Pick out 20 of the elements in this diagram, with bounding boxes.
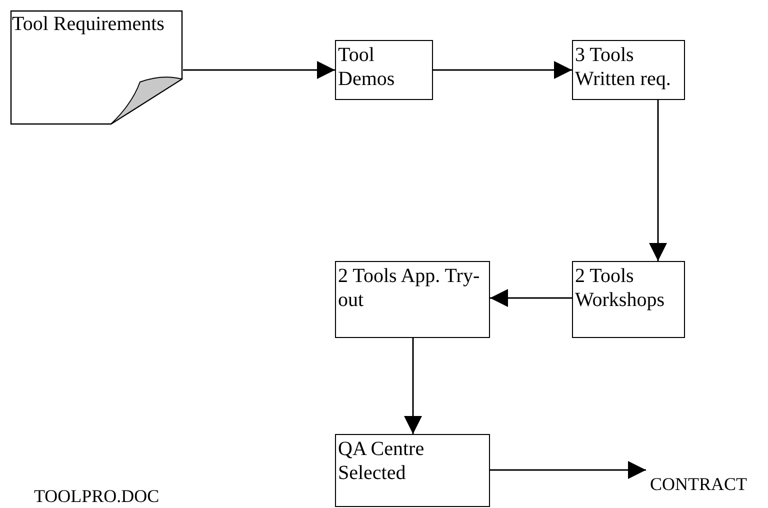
node-label: 2 Tools App. Try-out: [337, 264, 481, 312]
arrow: [490, 461, 646, 479]
arrow: [490, 289, 572, 307]
node-label: 2 Tools Workshops: [574, 264, 666, 312]
arrow: [404, 338, 422, 434]
process-box: [335, 434, 490, 507]
node-label: 3 Tools Written req.: [574, 43, 672, 91]
process-box: [572, 261, 685, 338]
process-box: [572, 40, 685, 100]
node-label: QA Centre Selected: [337, 437, 426, 485]
file-name-label: TOOLPRO.DOC: [34, 486, 160, 507]
node-label: Tool Demos: [337, 43, 396, 91]
process-box: [335, 261, 490, 338]
arrow: [183, 61, 335, 79]
node-label: CONTRACT: [649, 473, 748, 496]
arrow: [433, 61, 572, 79]
node-label: Tool Requirements: [11, 12, 166, 36]
process-box: [335, 40, 433, 100]
arrow: [649, 100, 667, 261]
document-shape: [10, 10, 183, 125]
